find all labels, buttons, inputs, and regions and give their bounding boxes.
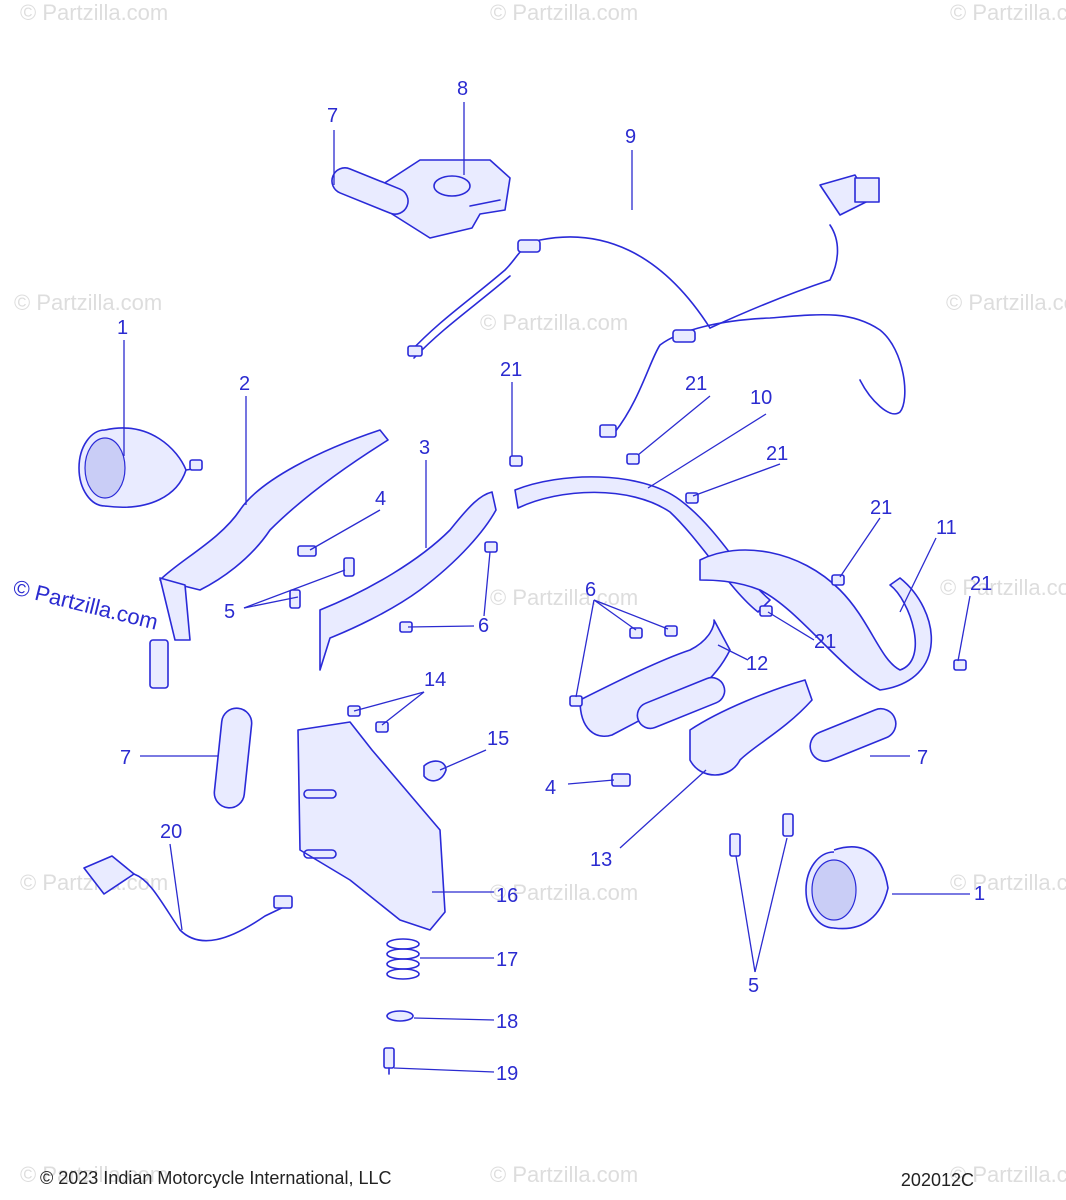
part-16-plate — [297, 721, 446, 931]
part-1-lamp-right — [805, 846, 889, 930]
callout-10: 10 — [750, 387, 772, 409]
part-20-lamp — [83, 855, 293, 942]
watermark-text-rotated: © Partzilla.com — [11, 575, 161, 635]
part-2-bracket — [149, 429, 389, 689]
part-7-reflector-right — [809, 707, 897, 763]
copyright-text: © 2023 Indian Motorcycle International, … — [40, 1168, 392, 1188]
callout-11: 11 — [936, 517, 957, 539]
part-drawings — [78, 159, 967, 1075]
leader-lines — [123, 102, 971, 1073]
watermark-text: © Partzilla.com — [20, 0, 168, 25]
callout-4: 4 — [545, 777, 556, 799]
callout-21: 21 — [766, 443, 788, 465]
watermark-text: © Partzilla.com — [480, 310, 628, 335]
callout-2: 2 — [239, 373, 250, 395]
watermark-text: © Partzilla.com — [950, 0, 1066, 25]
callout-6: 6 — [478, 615, 489, 637]
callout-7: 7 — [327, 105, 338, 127]
part-13-arm — [689, 679, 813, 776]
callout-16: 16 — [496, 885, 518, 907]
part-9-harness — [407, 174, 906, 438]
part-11-rail — [699, 549, 933, 691]
callout-6: 6 — [585, 579, 596, 601]
callout-21: 21 — [814, 631, 836, 653]
part-19-bolt — [383, 1047, 395, 1075]
part-7-reflector-top — [331, 167, 409, 215]
watermark-text: © Partzilla.com — [490, 585, 638, 610]
small-hardware — [189, 453, 967, 857]
callout-5: 5 — [748, 975, 759, 997]
callout-13: 13 — [590, 849, 612, 871]
callout-21: 21 — [685, 373, 707, 395]
part-8-plate — [379, 159, 511, 239]
diagram-code: 202012C — [900, 1170, 974, 1190]
callout-19: 19 — [496, 1063, 518, 1085]
callout-17: 17 — [496, 949, 518, 971]
part-1-lamp-left — [78, 427, 201, 508]
watermark-text: © Partzilla.com — [950, 1162, 1066, 1187]
callout-5: 5 — [224, 601, 235, 623]
watermark-text: © Partzilla.com — [490, 880, 638, 905]
part-12-arm — [579, 619, 731, 737]
callout-7: 7 — [917, 747, 928, 769]
callout-8: 8 — [457, 78, 468, 100]
watermark-text: © Partzilla.com — [14, 290, 162, 315]
callout-3: 3 — [419, 437, 430, 459]
part-15 — [423, 760, 447, 782]
watermark-text: © Partzilla.com — [490, 0, 638, 25]
callout-4: 4 — [375, 488, 386, 510]
callout-14: 14 — [424, 669, 446, 691]
callout-1: 1 — [117, 317, 128, 339]
watermark-text: © Partzilla.com — [946, 290, 1066, 315]
watermark-text: © Partzilla.com — [950, 870, 1066, 895]
watermark-text: © Partzilla.com — [490, 1162, 638, 1187]
watermark-text: © Partzilla.com — [940, 575, 1066, 600]
callout-7: 7 — [120, 747, 131, 769]
callout-18: 18 — [496, 1011, 518, 1033]
callout-20: 20 — [160, 821, 182, 843]
callout-15: 15 — [487, 728, 509, 750]
part-3-bracket — [319, 491, 497, 671]
callout-21: 21 — [970, 573, 992, 595]
watermarks: © Partzilla.com © Partzilla.com © Partzi… — [11, 0, 1066, 1187]
part-7-reflector-left — [213, 707, 253, 809]
part-18-washer — [386, 1010, 414, 1022]
callout-labels: 1 1 2 3 4 4 5 5 6 6 7 7 7 8 9 10 11 12 1… — [117, 78, 992, 1085]
callout-21: 21 — [870, 497, 892, 519]
callout-12: 12 — [746, 653, 768, 675]
callout-21: 21 — [500, 359, 522, 381]
callout-9: 9 — [625, 126, 636, 148]
watermark-text: © Partzilla.com — [20, 1162, 168, 1187]
callout-1: 1 — [974, 883, 985, 905]
part-17-spring — [386, 938, 420, 980]
